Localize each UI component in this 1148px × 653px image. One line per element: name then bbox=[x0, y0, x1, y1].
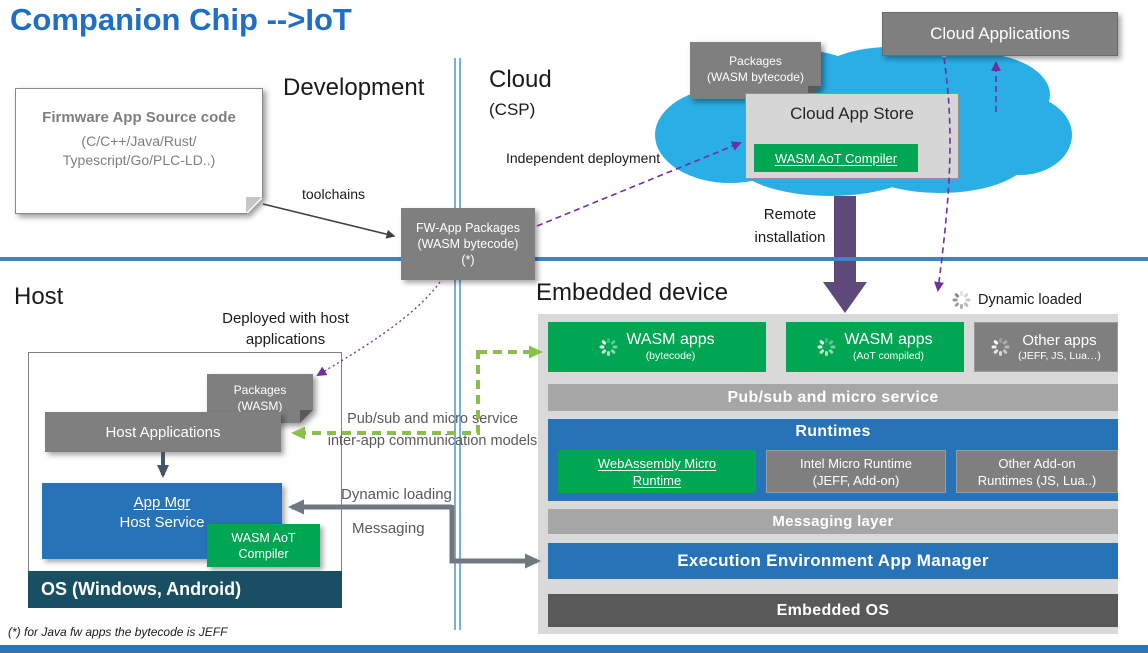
folded-corner bbox=[246, 197, 262, 213]
horizontal-divider bbox=[0, 257, 1148, 261]
embedded-os-bar: Embedded OS bbox=[548, 594, 1118, 627]
loading-spinner-icon bbox=[952, 291, 970, 309]
other-apps-title: Other apps bbox=[1022, 331, 1097, 349]
dynamic-loaded-label: Dynamic loaded bbox=[978, 292, 1082, 308]
wasm-apps-title: WASM apps bbox=[844, 331, 933, 349]
toolchains-arrow bbox=[262, 203, 396, 239]
cloud-packages-note-text: Packages (WASM bytecode) bbox=[707, 54, 804, 84]
cloud-app-store-box: Cloud App Store WASM AoT Compiler bbox=[745, 93, 959, 179]
messaging-layer-bar: Messaging layer bbox=[548, 509, 1118, 534]
wasm-apps-subtitle: (bytecode) bbox=[645, 350, 696, 363]
independent-deployment-label: Independent deployment bbox=[506, 150, 661, 166]
footnote: (*) for Java fw apps the bytecode is JEF… bbox=[8, 625, 228, 639]
other-addon-runtimes-box: Other Add-on Runtimes (JS, Lua..) bbox=[956, 450, 1118, 493]
loading-spinner-icon bbox=[817, 338, 836, 356]
section-label-development: Development bbox=[283, 74, 425, 101]
cloud-app-store-title: Cloud App Store bbox=[790, 104, 914, 123]
webassembly-micro-runtime-box: WebAssembly Micro Runtime bbox=[558, 450, 756, 493]
app-mgr-label: App Mgr bbox=[133, 494, 191, 511]
fw-app-packages-box: FW-App Packages (WASM bytecode) (*) bbox=[401, 208, 535, 280]
cloud-applications-box: Cloud Applications bbox=[882, 12, 1118, 56]
execution-environment-bar: Execution Environment App Manager bbox=[548, 543, 1118, 579]
host-applications-box: Host Applications bbox=[45, 412, 281, 452]
remote-installation-label: Remote installation bbox=[754, 206, 826, 246]
pubsub-service-bar: Pub/sub and micro service bbox=[548, 384, 1118, 411]
host-os-bar: OS (Windows, Android) bbox=[28, 571, 342, 608]
runtimes-title: Runtimes bbox=[795, 423, 871, 440]
firmware-source-box: Firmware App Source code (C/C++/Java/Rus… bbox=[15, 88, 263, 214]
loading-spinner-icon bbox=[599, 338, 618, 356]
toolchains-label: toolchains bbox=[302, 186, 366, 202]
messaging-label: Messaging bbox=[352, 520, 425, 537]
cloud-packages-note: Packages (WASM bytecode) bbox=[690, 42, 821, 99]
loading-spinner-icon bbox=[991, 338, 1010, 356]
intel-micro-runtime-box: Intel Micro Runtime (JEFF, Add-on) bbox=[766, 450, 946, 493]
other-apps-box: Other apps (JEFF, JS, Lua…) bbox=[974, 322, 1118, 372]
section-label-embedded-device: Embedded device bbox=[536, 279, 729, 306]
bottom-accent-bar bbox=[0, 645, 1148, 653]
host-service-label: Host Service bbox=[119, 514, 205, 531]
deployed-with-host-label: Deployed with host applications bbox=[222, 310, 349, 348]
wasm-apps-aot-box: WASM apps (AoT compiled) bbox=[786, 322, 964, 372]
section-label-cloud: Cloud bbox=[489, 66, 552, 93]
other-apps-subtitle: (JEFF, JS, Lua…) bbox=[1018, 349, 1101, 362]
section-label-csp: (CSP) bbox=[489, 100, 536, 119]
folded-corner bbox=[300, 410, 313, 423]
wasm-apps-bytecode-box: WASM apps (bytecode) bbox=[548, 322, 766, 372]
cloud-wasm-aot-compiler-box: WASM AoT Compiler bbox=[754, 144, 918, 172]
messaging-connector-to-exec-env bbox=[449, 505, 541, 569]
pubsub-communication-note: Pub/sub and micro service inter-app comm… bbox=[327, 411, 538, 449]
host-packages-note-text: Packages (WASM) bbox=[233, 383, 287, 413]
firmware-source-languages: (C/C++/Java/Rust/ Typescript/Go/PLC-LD..… bbox=[62, 133, 216, 168]
firmware-source-title: Firmware App Source code bbox=[42, 109, 236, 126]
host-wasm-aot-compiler-box: WASM AoT Compiler bbox=[207, 524, 320, 567]
vertical-divider bbox=[454, 58, 461, 630]
wasm-apps-title: WASM apps bbox=[626, 331, 715, 349]
section-label-host: Host bbox=[14, 283, 64, 310]
dynamic-loading-label: Dynamic loading bbox=[341, 486, 452, 503]
page-title: Companion Chip -->IoT bbox=[10, 2, 352, 37]
host-os-label: OS (Windows, Android) bbox=[41, 579, 242, 599]
wasm-apps-subtitle: (AoT compiled) bbox=[852, 350, 924, 363]
